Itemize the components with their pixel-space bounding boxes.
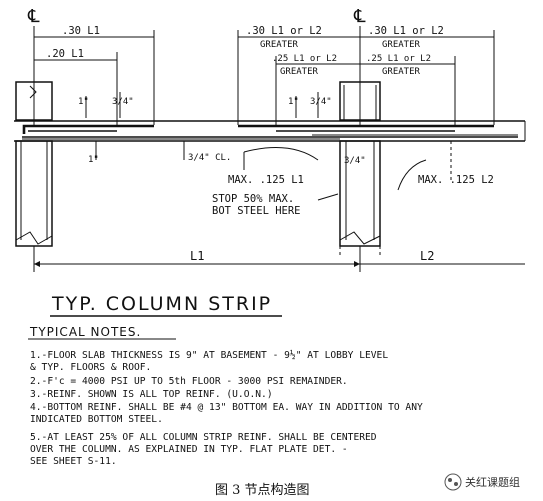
right-column-cover-label: 3/4": [344, 156, 366, 166]
right-column-upper: [339, 81, 381, 121]
figure-caption: 图 3 节点构造图: [215, 483, 310, 498]
watermark-badge: 关红课题组: [444, 473, 520, 491]
span-label-l2: L2: [420, 249, 434, 263]
note-line-5: 4.-BOTTOM REINF. SHALL BE #4 @ 13" BOTTO…: [30, 402, 423, 413]
note-line-8: OVER THE COLUMN. AS EXPLAINED IN TYP. FL…: [30, 444, 348, 455]
note-line-4: 3.-REINF. SHOWN IS ALL TOP REINF. (U.O.N…: [30, 389, 273, 400]
note-line-1: 1.-FLOOR SLAB THICKNESS IS 9" AT BASEMEN…: [30, 349, 388, 361]
dim-label-left-top: .30 L1: [62, 25, 100, 37]
cover-label-left-2: 3/4": [112, 97, 134, 107]
note-line-9: SEE SHEET S-11.: [30, 456, 117, 467]
watermark-icon-dot-2: [454, 482, 458, 486]
centerline-symbol-left: ℄: [27, 6, 40, 27]
dim-label-right-inner: .25 L1 or L2: [366, 54, 431, 64]
stop-note-line-1: STOP 50% MAX.: [212, 193, 294, 205]
note-line-6: INDICATED BOTTOM STEEL.: [30, 414, 163, 425]
right-column-break-line: [339, 231, 381, 245]
note-line-2: & TYP. FLOORS & ROOF.: [30, 362, 151, 373]
dim-sub-mid-top: GREATER: [260, 40, 299, 50]
notes-heading: TYPICAL NOTES.: [29, 325, 141, 339]
bottom-cl-label: 3/4" CL.: [188, 153, 231, 163]
span-label-l1: L1: [190, 249, 204, 263]
top-rebar-left-long: [22, 124, 154, 134]
dim-label-mid-top: .30 L1 or L2: [246, 25, 322, 37]
cover-label-mid-2: 3/4": [310, 97, 332, 107]
cover-label-left-1: 1": [78, 97, 89, 107]
max-right-curve: [397, 159, 427, 191]
note-line-7: 5.-AT LEAST 25% OF ALL COLUMN STRIP REIN…: [30, 432, 377, 443]
drawing-title: TYP. COLUMN STRIP: [51, 293, 272, 315]
dim-sub-mid-inner: GREATER: [280, 67, 319, 77]
left-column-upper: [15, 81, 53, 121]
dim-label-left-inner: .20 L1: [46, 48, 84, 60]
max-left-curve: [243, 147, 319, 161]
dim-label-right-top: .30 L1 or L2: [368, 25, 444, 37]
watermark-icon: [444, 473, 462, 491]
dim-sub-right-top: GREATER: [382, 40, 421, 50]
span-arrow-mid: [354, 261, 360, 267]
bottom-cover-label: 1": [88, 155, 99, 165]
note-line-3: 2.-F'c = 4000 PSI UP TO 5th FLOOR - 3000…: [30, 376, 348, 387]
max-left-label: MAX. .125 L1: [228, 174, 304, 186]
dim-sub-right-inner: GREATER: [382, 67, 421, 77]
span-arrow-left: [34, 261, 40, 267]
max-right-label: MAX. .125 L2: [418, 174, 494, 186]
cover-label-mid-1: 1": [288, 97, 299, 107]
dim-label-mid-inner: .25 L1 or L2: [272, 54, 337, 64]
left-column-break-line: [15, 231, 53, 245]
watermark-icon-dot-1: [448, 478, 452, 482]
watermark-text: 关红课题组: [465, 475, 520, 489]
stop-note-line-2: BOT STEEL HERE: [212, 205, 301, 217]
stop-note-leader: [317, 193, 339, 201]
centerline-symbol-right: ℄: [353, 6, 366, 27]
left-column-break-mark: [29, 85, 37, 99]
